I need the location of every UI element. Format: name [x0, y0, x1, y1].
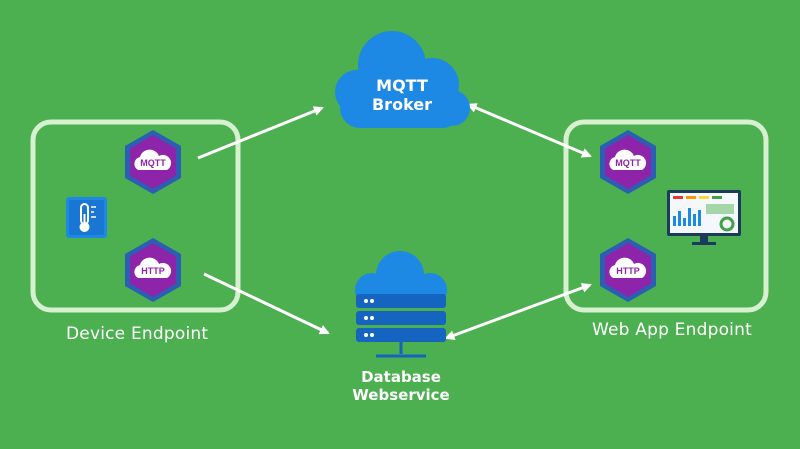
database-label: Database Webservice	[330, 368, 472, 404]
device-mqtt-badge-label: MQTT	[140, 158, 166, 168]
webapp-mqtt-hex-icon	[600, 130, 656, 194]
arrow-broker-to-webapp-mqtt	[466, 103, 592, 158]
device-mqtt-hex-icon	[125, 130, 181, 194]
arrow-database-to-webapp-http	[444, 283, 592, 340]
thermometer-icon	[66, 197, 107, 238]
broker-label-line2: Broker	[371, 95, 433, 115]
broker-label-line1: MQTT	[376, 76, 428, 95]
webapp-http-badge-label: HTTP	[616, 266, 640, 276]
dashboard-monitor-icon	[667, 190, 741, 245]
webapp-http-hex-icon	[600, 238, 656, 302]
arrow-device-http-to-database	[203, 272, 330, 335]
device-http-badge-label: HTTP	[141, 266, 165, 276]
device-http-hex-icon	[125, 238, 181, 302]
database-server-icon	[355, 251, 447, 358]
webapp-mqtt-badge-label: MQTT	[615, 158, 641, 168]
broker-label: MQTT Broker	[340, 76, 464, 114]
database-label-line2: Webservice	[352, 386, 450, 404]
webapp-endpoint-box	[563, 119, 769, 313]
arrow-device-mqtt-to-broker	[197, 106, 324, 160]
webapp-endpoint-label: Web App Endpoint	[592, 320, 752, 340]
device-endpoint-label: Device Endpoint	[66, 324, 209, 344]
database-label-line1: Database	[361, 368, 441, 386]
device-endpoint-box	[30, 119, 241, 313]
mqtt-broker-cloud-icon	[335, 31, 470, 128]
